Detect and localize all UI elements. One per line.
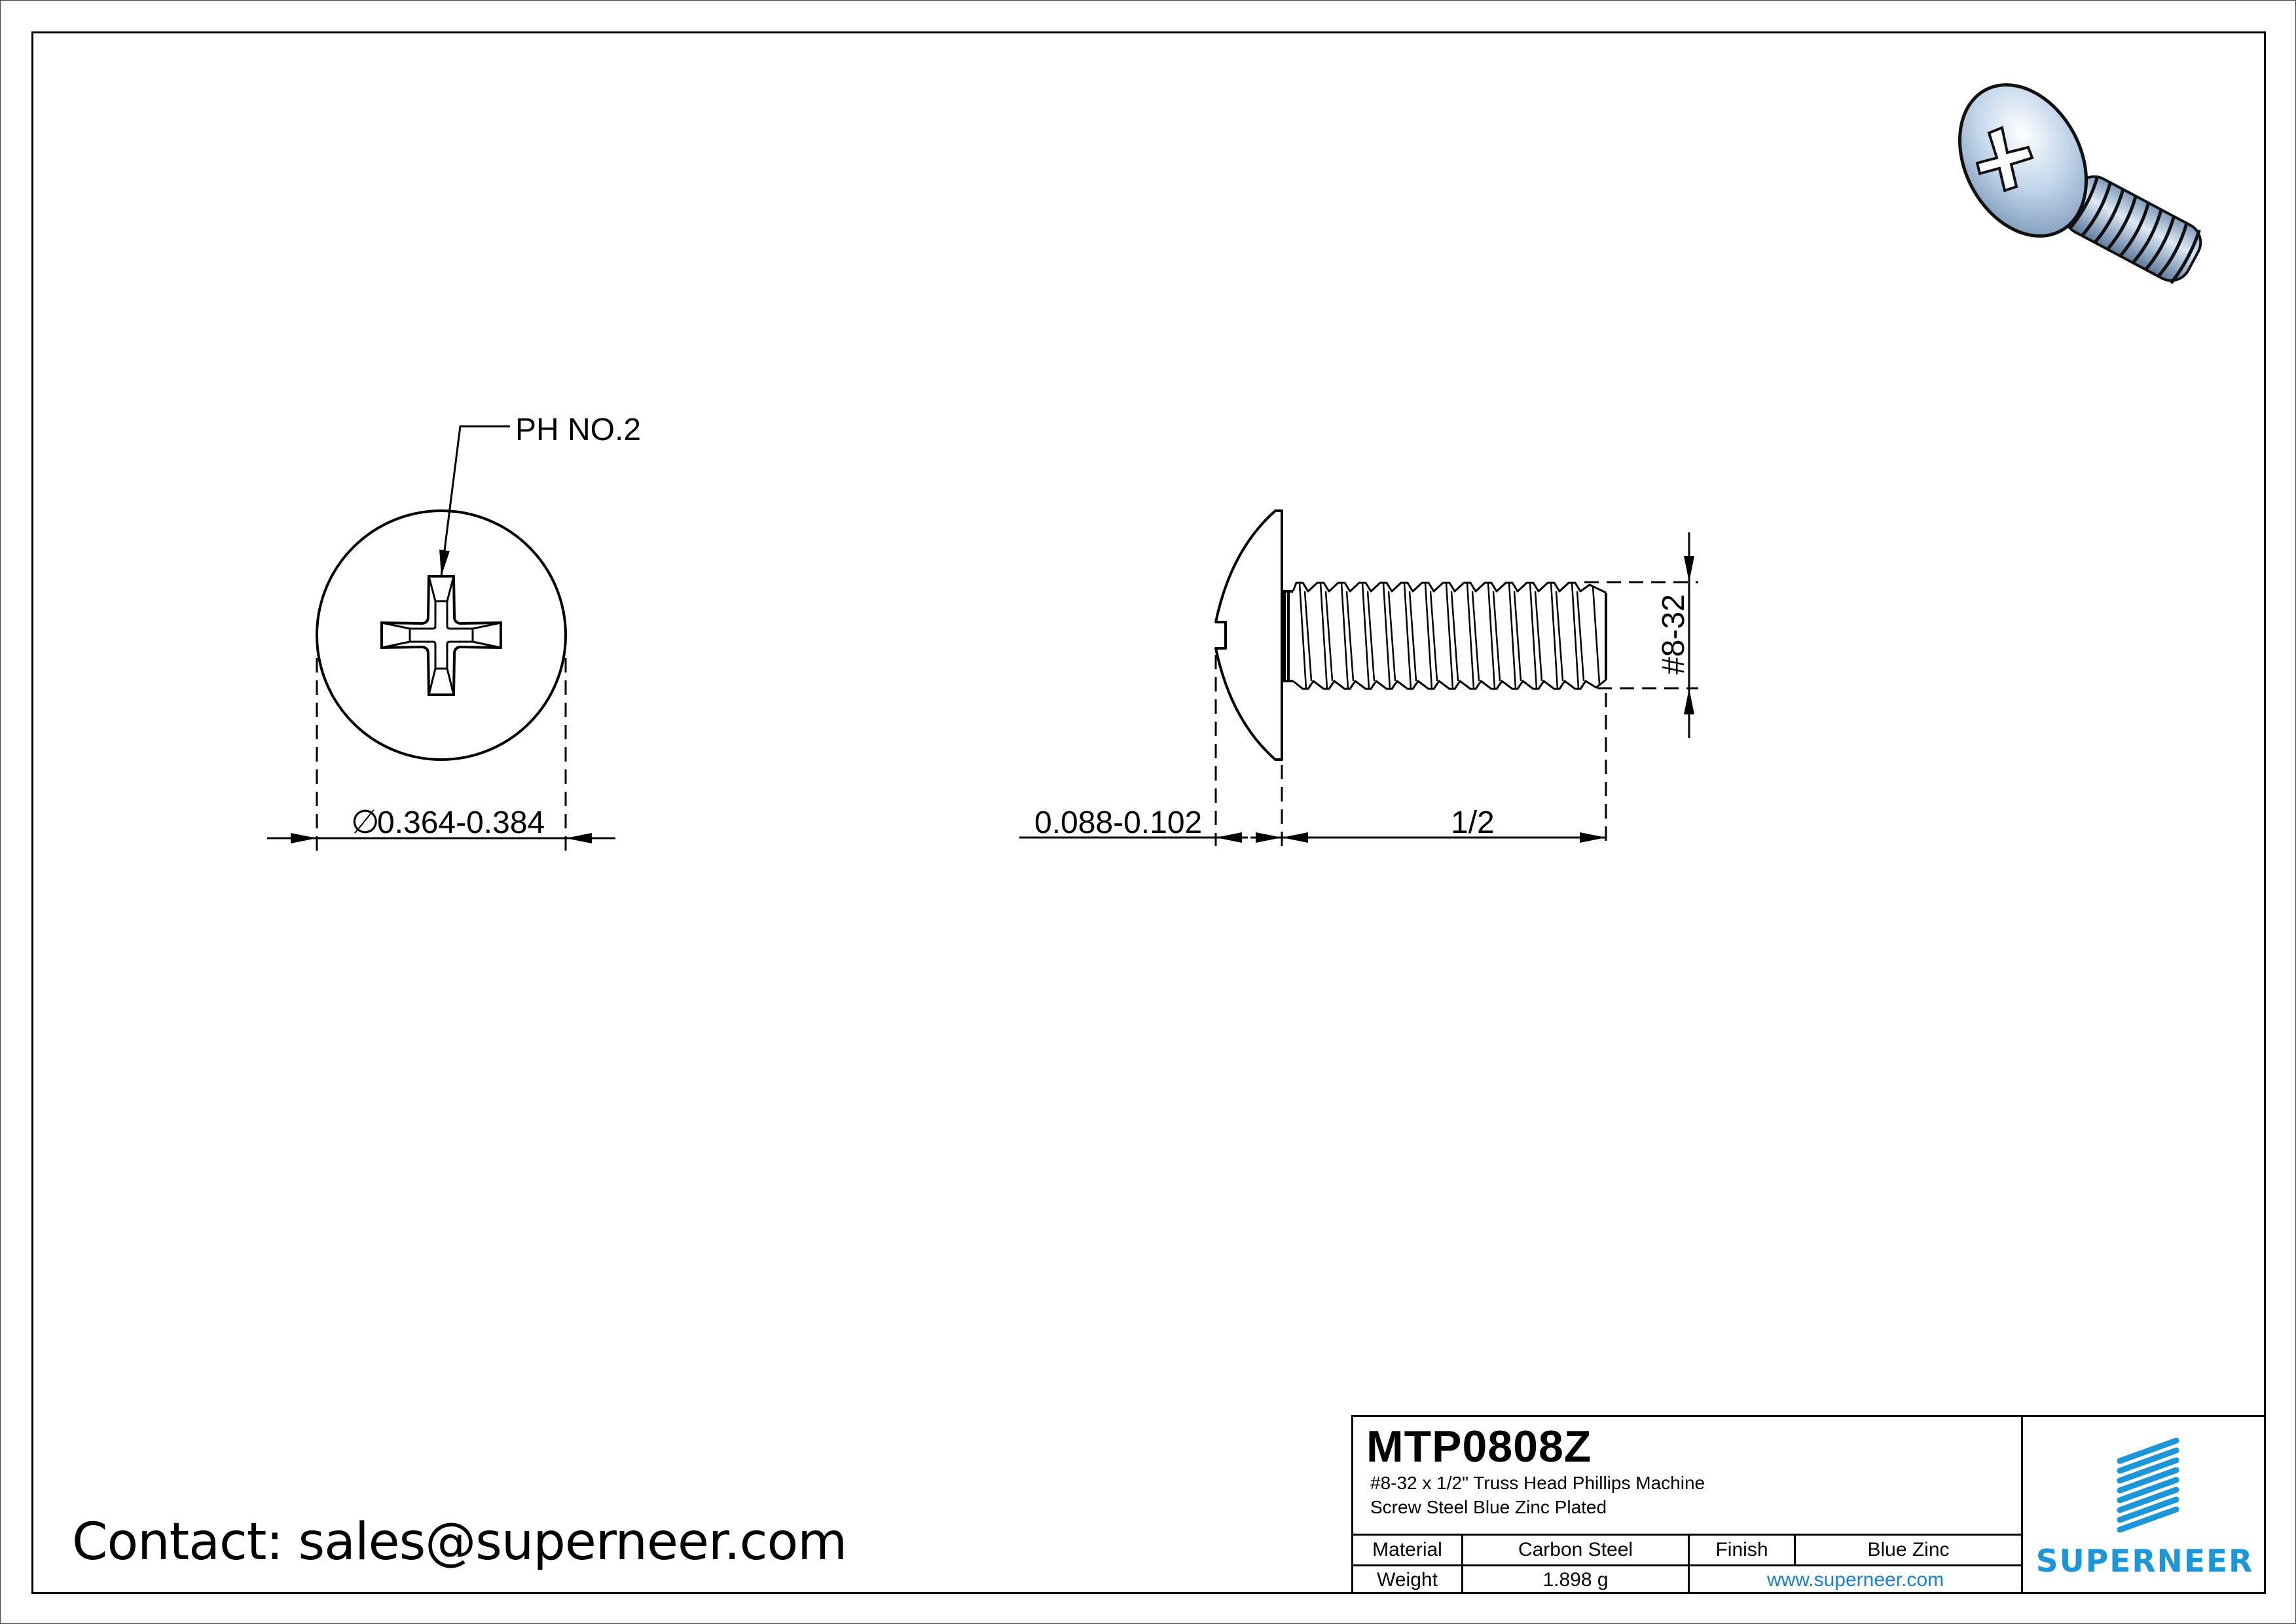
drawing-frame [31,31,2266,1594]
weight-label: Weight [1377,1569,1438,1591]
length-value: 1/2 [1451,805,1495,840]
title-block: MTP0808Z #8-32 x 1/2" Truss Head Phillip… [1351,1415,2267,1594]
material-value: Carbon Steel [1518,1539,1633,1560]
finish-value: Blue Zinc [1867,1539,1950,1560]
part-number: MTP0808Z [1366,1422,1592,1471]
properties-table: Material Carbon Steel Finish Blue Zinc W… [1353,1534,2021,1594]
phillips-size-callout: PH NO.2 [515,413,641,447]
table-col-divider [1794,1536,1796,1564]
brand-logo: SUPERNEER [2021,1417,2267,1594]
brand-name: SUPERNEER [2035,1543,2254,1579]
thread-dimension [1584,532,1698,738]
head-outline [316,509,567,761]
screw-3d-icon [1958,83,2202,284]
finish-label: Finish [1715,1539,1768,1560]
part-description: #8-32 x 1/2" Truss Head Phillips Machine… [1370,1471,1992,1519]
length-dimension [1019,655,1607,846]
thread-size-value: #8-32 [1656,594,1691,674]
side-view [1214,509,1607,761]
superneer-stripes-icon [2117,1437,2179,1533]
table-row-divider [1353,1564,2021,1566]
top-view [316,509,567,761]
material-label: Material [1372,1539,1442,1560]
description-line-1: #8-32 x 1/2" Truss Head Phillips Machine [1370,1473,1705,1493]
diameter-dimension [267,658,615,851]
table-col-divider [1688,1536,1690,1594]
truss-head-outline [1214,509,1283,761]
website-link[interactable]: www.superneer.com [1766,1569,1944,1591]
description-line-2: Screw Steel Blue Zinc Plated [1370,1497,1607,1517]
contact-email[interactable]: Contact: sales@superneer.com [72,1513,847,1572]
weight-value: 1.898 g [1542,1569,1609,1591]
phillips-recess-icon [380,575,502,696]
table-col-divider [1461,1536,1463,1594]
head-height-value: 0.088-0.102 [1034,805,1202,840]
diameter-value: 0.364-0.384 [377,805,545,840]
callout-leader [439,425,510,577]
diameter-symbol: ∅ [351,803,380,840]
